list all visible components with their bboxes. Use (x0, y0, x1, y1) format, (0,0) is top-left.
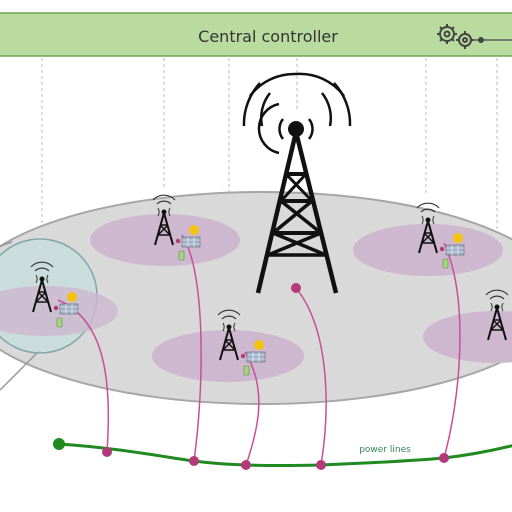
connection-nodes (102, 283, 449, 470)
connection-node (439, 453, 449, 463)
power-line: power lines (53, 438, 512, 468)
connection-node (241, 460, 251, 470)
microgrid-cell (0, 286, 118, 336)
antenna-tip (288, 121, 304, 137)
microgrid-cells (90, 214, 512, 382)
central-controller: Central controller (0, 12, 512, 57)
zoom-line (0, 349, 41, 391)
signal-waves-icon (242, 72, 352, 155)
connection-node (102, 447, 112, 457)
highlighted-cell (0, 238, 118, 391)
power-line-start-node (53, 438, 65, 450)
connection-node (189, 456, 199, 466)
controller-links (41, 58, 498, 300)
controller-label: Central controller (198, 27, 338, 46)
microgrid-cell (423, 311, 512, 363)
microgrid-cell (90, 214, 240, 266)
microgrid-cell (353, 224, 503, 276)
microgrid-cell (152, 330, 304, 382)
grid-connections (57, 234, 461, 466)
power-lines-label: power lines (359, 445, 411, 455)
central-tower-node (291, 283, 301, 293)
zoom-line (0, 241, 13, 248)
gear-icon (437, 24, 512, 49)
controller-bar (0, 12, 512, 57)
connection-node (316, 460, 326, 470)
central-tower-icon (242, 72, 352, 294)
